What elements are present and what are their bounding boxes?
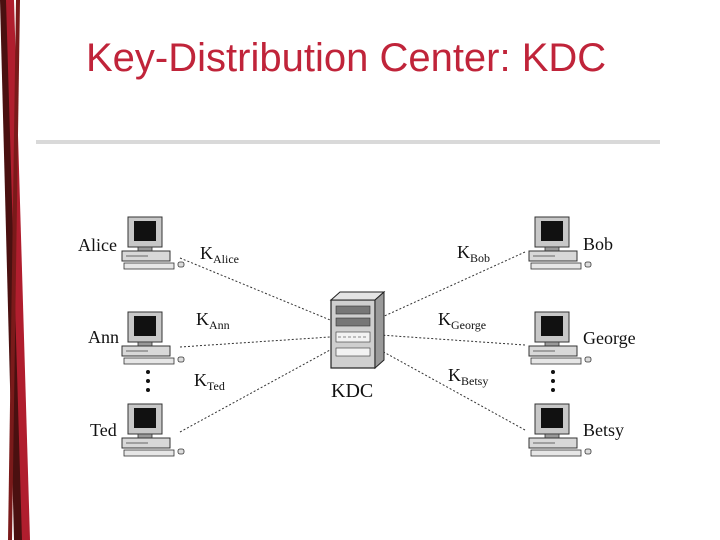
key-subscript: George [451,318,486,332]
key-base: K [448,365,461,385]
left-decoration [0,0,34,540]
key-label-betsy: KBetsy [448,365,488,388]
key-subscript: Bob [470,251,490,265]
user-name-bob: Bob [583,234,613,254]
key-label-ann: KAnn [196,309,230,332]
link-betsy [379,349,526,431]
title-divider [36,140,660,144]
kdc-label: KDC [331,380,373,402]
key-base: K [438,309,451,329]
key-base: K [194,370,207,390]
key-subscript: Ted [207,379,225,393]
link-george [379,334,526,346]
key-label-alice: KAlice [200,243,239,266]
link-ted [179,349,331,433]
key-subscript: Alice [213,252,239,266]
key-subscript: Ann [209,318,230,332]
key-base: K [200,243,213,263]
key-subscript: Betsy [461,374,488,388]
bob-computer-icon [528,216,592,270]
user-name-ted: Ted [90,420,117,440]
key-label-bob: KBob [457,242,490,265]
george-computer-icon [528,311,592,365]
user-name-betsy: Betsy [583,420,624,440]
betsy-computer-icon [528,403,592,457]
user-name-alice: Alice [78,235,117,255]
kdc-server-icon [329,290,386,370]
left-ellipsis-icon [146,370,150,392]
key-label-george: KGeorge [438,309,486,332]
right-ellipsis-icon [551,370,555,392]
key-base: K [457,242,470,262]
slide-title: Key-Distribution Center: KDC [86,36,607,80]
user-name-ann: Ann [88,327,119,347]
link-bob [379,251,526,319]
alice-computer-icon [121,216,185,270]
key-base: K [196,309,209,329]
key-label-ted: KTed [194,370,225,393]
ann-computer-icon [121,311,185,365]
user-name-george: George [583,328,636,348]
link-ann [179,336,331,348]
ted-computer-icon [121,403,185,457]
